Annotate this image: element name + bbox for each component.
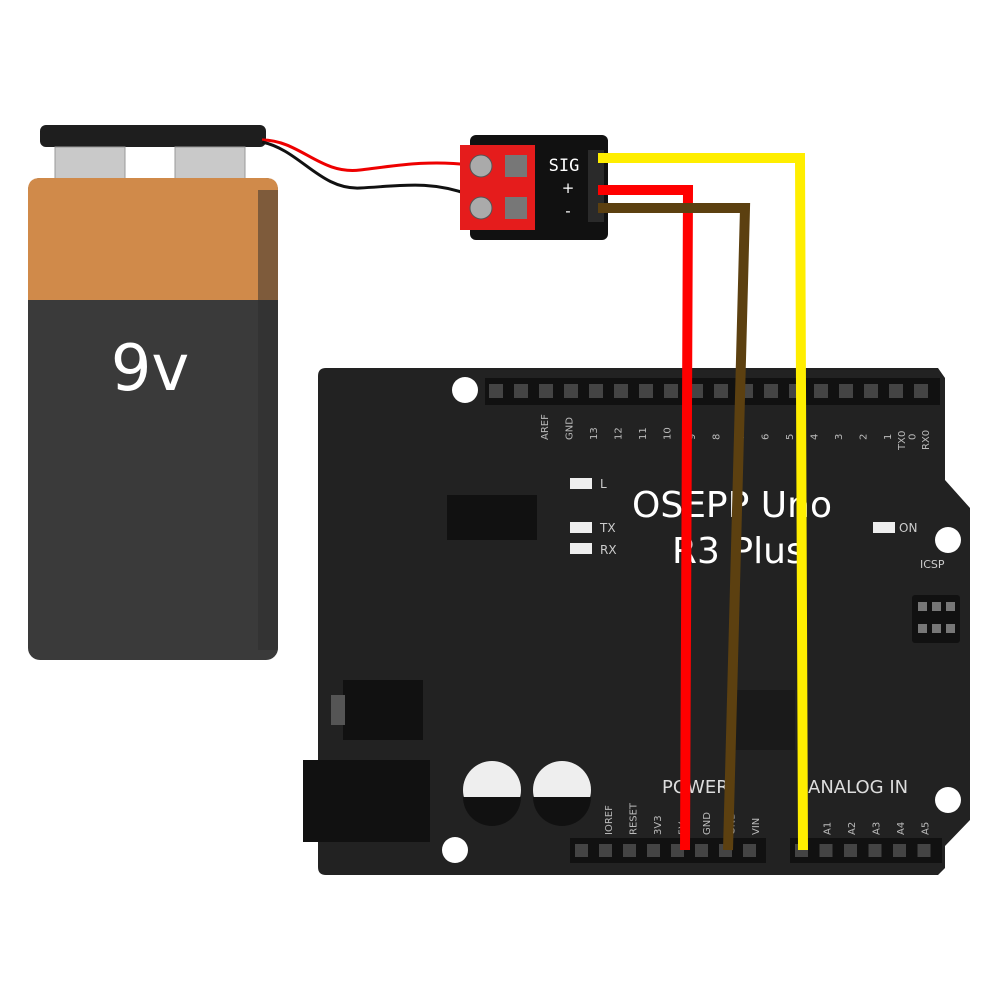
digital-pin-label: 9 (687, 434, 698, 440)
header-pin (564, 384, 578, 398)
header-pin (917, 844, 931, 857)
capacitor (463, 761, 521, 826)
sensor-module: SIG + - (460, 135, 608, 240)
digital-pin-label: 11 (638, 427, 649, 440)
analog-pin-label: A1 (823, 822, 834, 835)
icsp-pin (946, 602, 955, 611)
power-pin-label: VIN (751, 818, 762, 835)
digital-pin-label: 12 (614, 427, 625, 440)
led-on (873, 522, 895, 533)
dc-jack (303, 760, 430, 842)
power-label: POWER (662, 777, 729, 798)
led-rx (570, 543, 592, 554)
icsp-pin (918, 624, 927, 633)
led-on-label: ON (899, 521, 917, 535)
led-l (570, 478, 592, 489)
header-pin (764, 384, 778, 398)
header-pin (589, 384, 603, 398)
digital-pin-label: 13 (589, 427, 600, 440)
header-pin (714, 384, 728, 398)
header-pin (689, 384, 703, 398)
icsp-pin (932, 624, 941, 633)
digital-pin-label: 10 (663, 427, 674, 440)
digital-pin-label: 8 (712, 434, 723, 440)
header-pin (599, 844, 612, 857)
header-pin (889, 384, 903, 398)
digital-pin-label: 5 (785, 434, 796, 440)
wire-ground (598, 203, 751, 851)
digital-pin-label: 0 (908, 434, 919, 440)
analog-pin-label: A4 (896, 822, 907, 835)
header-pin (647, 844, 660, 857)
header-pin (695, 844, 708, 857)
icsp-pin (932, 602, 941, 611)
power-pin-label: 3V3 (653, 815, 664, 835)
header-pin (575, 844, 588, 857)
digital-pin-label: 1 (883, 434, 894, 440)
led-l-label: L (600, 477, 607, 491)
power-pin-label: IOREF (604, 805, 615, 835)
digital-pin-label: 3 (834, 434, 845, 440)
led-tx (570, 522, 592, 533)
power-pin-label: RESET (629, 802, 640, 835)
icsp-label: ICSP (920, 558, 945, 571)
capacitor (533, 761, 591, 826)
analog-pin-label: A3 (872, 822, 883, 835)
header-pin (844, 844, 857, 857)
digital-pin-label: AREF (540, 414, 551, 440)
header-pin (664, 384, 678, 398)
voltage-regulator (343, 680, 423, 740)
digital-pin-label: GND (565, 417, 576, 440)
led-tx-label: TX (599, 521, 616, 535)
icsp-pin (918, 602, 927, 611)
power-pin-label: GND (702, 812, 713, 835)
header-pin (539, 384, 553, 398)
header-pin (914, 384, 928, 398)
header-pin (489, 384, 503, 398)
digital-pin-label: 6 (761, 434, 772, 440)
header-pin (814, 384, 828, 398)
header-pin (839, 384, 853, 398)
tx0-label: TX0 (897, 431, 908, 451)
header-pin (514, 384, 528, 398)
header-pin (614, 384, 628, 398)
battery: 9v (28, 125, 278, 660)
battery-label: 9v (111, 332, 190, 406)
pin-label-minus: - (565, 202, 570, 220)
wire-power (598, 185, 694, 851)
header-pin (639, 384, 653, 398)
wire-signal (598, 153, 808, 851)
analog-pin-label: A2 (847, 822, 858, 835)
header-pin (743, 844, 756, 857)
analog-pin-label: A5 (921, 822, 932, 835)
led-rx-label: RX (600, 543, 617, 557)
header-pin (868, 844, 882, 857)
analog-label: ANALOG IN (808, 777, 908, 798)
header-pin (893, 844, 906, 857)
digital-pin-label: 2 (859, 434, 870, 440)
digital-pin-label: 4 (810, 434, 821, 440)
chip (447, 495, 537, 540)
pin-label-sig: SIG (549, 156, 580, 176)
rx0-label: RX0 (921, 430, 932, 450)
header-pin (623, 844, 636, 857)
icsp-pin (946, 624, 955, 633)
header-pin (864, 384, 878, 398)
header-pin (819, 844, 833, 857)
analog-header (790, 838, 942, 863)
pin-label-plus: + (562, 179, 575, 197)
